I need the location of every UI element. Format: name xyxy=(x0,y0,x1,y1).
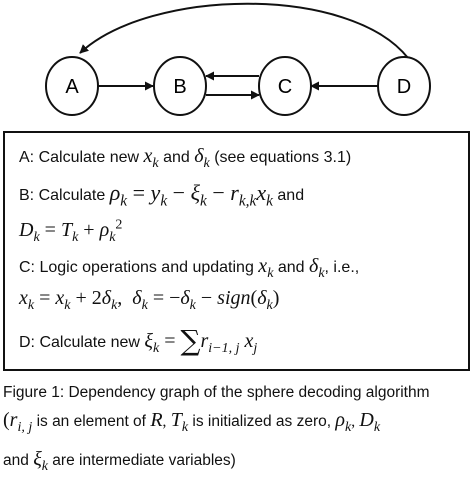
node-b xyxy=(153,56,207,116)
caption-t-k: Tk xyxy=(170,409,189,435)
caption-line-1: Figure 1: Dependency graph of the sphere… xyxy=(3,384,430,401)
formula-delta-k: δk xyxy=(194,145,210,171)
description-line-c2: xk = xk + 2δk, δk = −δk − sign(δk) xyxy=(19,287,279,314)
line-a-see: (see equations 3.1) xyxy=(214,149,352,166)
line-c-ie: , i.e., xyxy=(324,259,360,276)
line-c-and: and xyxy=(277,259,305,276)
line-b-and: and xyxy=(277,187,305,204)
node-a-label: A xyxy=(65,76,79,98)
formula-x-k: xk xyxy=(143,145,159,171)
formula-x-k-c: xk xyxy=(258,255,274,281)
formula-xi-k: ξk = ∑ri−1, j xj xyxy=(144,324,258,357)
caption-line-3: and ξk are intermediate variables) xyxy=(3,447,471,479)
formula-rho-k: ρk = yk − ξk − rk,kxk xyxy=(109,180,273,210)
edge-d-to-a xyxy=(79,2,409,59)
description-box: A: Calculate new xk and δk (see equation… xyxy=(3,131,470,371)
node-b-label: B xyxy=(173,76,186,98)
line-d-text: D: Calculate new xyxy=(19,334,140,351)
description-line-d: D: Calculate new ξk = ∑ri−1, j xj xyxy=(19,321,257,357)
caption-r: R xyxy=(150,409,163,431)
line-b-text: B: Calculate xyxy=(19,187,106,204)
caption-line-2: (ri, j is an element of R, Tk is initial… xyxy=(3,409,381,435)
formula-update: xk = xk + 2δk, δk = −δk − sign(δk) xyxy=(19,287,280,313)
caption-line-3-b: are intermediate variables) xyxy=(52,452,236,469)
node-c-label: C xyxy=(278,76,292,98)
figure-caption: Figure 1: Dependency graph of the sphere… xyxy=(3,380,471,479)
dependency-graph: A B C D xyxy=(45,2,431,116)
description-line-b2: Dk = Tk + ρk2 xyxy=(19,217,122,246)
node-d-label: D xyxy=(397,76,411,98)
node-c xyxy=(258,56,312,116)
caption-rho-k: ρk xyxy=(335,409,352,435)
formula-delta-k-c: δk xyxy=(309,255,325,281)
caption-line-2-b: is initialized as zero, xyxy=(192,413,332,430)
node-a xyxy=(45,56,99,116)
node-d xyxy=(377,56,431,116)
caption-d-k: Dk xyxy=(359,409,381,435)
caption-xi-k: ξk xyxy=(33,448,48,474)
line-a-and: and xyxy=(163,149,190,166)
line-a-text: A: Calculate new xyxy=(19,149,140,166)
caption-line-3-a: and xyxy=(3,452,29,469)
description-line-a: A: Calculate new xk and δk (see equation… xyxy=(19,145,351,172)
line-c-text: C: Logic operations and updating xyxy=(19,259,254,276)
formula-d-k: Dk = Tk + ρk2 xyxy=(19,217,123,245)
caption-line-2-a: is an element of xyxy=(36,413,146,430)
description-line-b: B: Calculate ρk = yk − ξk − rk,kxk and xyxy=(19,180,304,210)
description-line-c: C: Logic operations and updating xk and … xyxy=(19,255,359,282)
caption-r-ij: (ri, j xyxy=(3,409,33,435)
